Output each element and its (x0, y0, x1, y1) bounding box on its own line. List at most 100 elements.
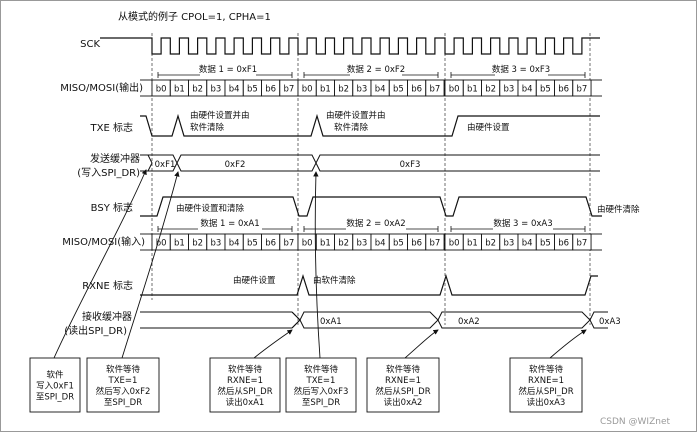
txe-note-1a: 由硬件设置并由 (190, 110, 250, 121)
note-4-line: 至SPI_DR (302, 398, 340, 408)
note-6-line: 读出0xA3 (527, 397, 566, 408)
note-3-line: RXNE=1 (227, 376, 263, 386)
in-bit-label: b5 (247, 239, 258, 249)
timing-guides (151, 33, 591, 325)
out-bit-cell (425, 79, 445, 97)
in-bit-label: b4 (229, 239, 240, 249)
out-bit-label: b2 (485, 85, 496, 95)
in-group-3-label: 数据 3 = 0xA3 (493, 218, 552, 229)
label-tx-buffer: 发送缓冲器 (90, 152, 140, 165)
note-4-line: TXE=1 (306, 376, 336, 386)
in-bit-label: b5 (393, 239, 404, 249)
in-bit-label: b6 (265, 239, 276, 249)
out-bit-label: b7 (429, 85, 440, 95)
out-group-1-label: 数据 1 = 0xF1 (199, 64, 257, 75)
label-tx-buffer-sub: (写入SPI_DR) (77, 167, 140, 179)
note-2-line: TXE=1 (108, 376, 138, 386)
in-bit-label: b0 (449, 239, 460, 249)
txe-note-2b: 软件清除 (334, 122, 369, 133)
in-bit-label: b3 (210, 239, 221, 249)
out-bit-label: b4 (522, 85, 533, 95)
note-boxes (29, 357, 583, 413)
out-bit-label: b3 (503, 85, 514, 95)
note-1-line: 至SPI_DR (36, 393, 74, 403)
out-bit-label: b1 (320, 85, 331, 95)
label-miso-out: MISO/MOSI(输出) (60, 81, 143, 94)
note-4-line: 软件等待 (304, 364, 339, 375)
in-bit-label: b3 (356, 239, 367, 249)
out-bit-label: b6 (265, 85, 276, 95)
out-bit-label: b7 (283, 85, 294, 95)
out-bit-label: b0 (302, 85, 313, 95)
label-rxne: RXNE 标志 (82, 279, 133, 292)
note-1-line: 软件 (46, 370, 64, 381)
in-bit-label: b1 (174, 239, 185, 249)
label-rx-buffer-sub: (读出SPI_DR) (64, 324, 127, 337)
in-group-brackets (157, 226, 586, 232)
tx-value-2: 0xF2 (225, 160, 246, 170)
note-1-line: 写入0xF1 (36, 382, 74, 392)
in-group-1-label: 数据 1 = 0xA1 (200, 218, 259, 229)
out-bit-label: b2 (338, 85, 349, 95)
note-texts: 软件写入0xF1至SPI_DR软件等待TXE=1然后写入0xF2至SPI_DR软… (36, 364, 574, 408)
note-3-line: 读出0xA1 (226, 397, 265, 408)
in-bit-label: b4 (375, 239, 386, 249)
note-2-line: 至SPI_DR (104, 398, 142, 408)
out-bit-label: b1 (174, 85, 185, 95)
tx-value-1: 0xF1 (155, 160, 176, 170)
in-group-2-label: 数据 2 = 0xA2 (346, 218, 405, 229)
sck-waveform (100, 37, 600, 55)
in-bit-label: b6 (411, 239, 422, 249)
txe-note-2a: 由硬件设置并由 (326, 110, 386, 121)
note-6-line: 然后从SPI_DR (518, 386, 573, 397)
out-bit-label: b7 (576, 85, 587, 95)
out-bit-label: b5 (393, 85, 404, 95)
out-bit-label: b4 (375, 85, 386, 95)
watermark: CSDN @WIZnet (600, 417, 670, 427)
in-bit-label: b2 (485, 239, 496, 249)
out-bit-label: b6 (411, 85, 422, 95)
out-bit-label: b3 (356, 85, 367, 95)
label-miso-in: MISO/MOSI(输入) (62, 235, 145, 248)
out-bit-label: b1 (467, 85, 478, 95)
in-bit-label: b1 (467, 239, 478, 249)
bsy-note-clear: 由硬件清除 (597, 204, 640, 215)
rx-buffer-bus (140, 311, 608, 329)
note-5-line: 然后从SPI_DR (375, 386, 430, 397)
note-6-line: 软件等待 (529, 364, 564, 375)
bsy-note-set: 由硬件设置和清除 (176, 203, 245, 214)
note-2-line: 软件等待 (106, 364, 141, 375)
note-2-line: 然后写入0xF2 (96, 386, 151, 397)
out-bit-cell (572, 79, 592, 97)
rx-value-1: 0xA1 (320, 317, 342, 327)
rx-value-3: 0xA3 (599, 317, 621, 327)
in-bit-label: b7 (429, 239, 440, 249)
rxne-note-hw: 由硬件设置 (233, 275, 276, 286)
rxne-waveform (140, 274, 598, 296)
note-3-line: 然后从SPI_DR (217, 386, 272, 397)
note-4-line: 然后写入0xF3 (294, 386, 349, 397)
in-bit-label: b2 (338, 239, 349, 249)
txe-waveform (140, 113, 600, 137)
in-bit-label: b4 (522, 239, 533, 249)
in-bit-label: b2 (192, 239, 203, 249)
out-group-2-label: 数据 2 = 0xF2 (347, 64, 405, 75)
note-5-line: RXNE=1 (385, 376, 421, 386)
label-sck: SCK (80, 39, 100, 50)
diagram-title: 从模式的例子 CPOL=1, CPHA=1 (118, 10, 271, 23)
in-bit-label: b3 (503, 239, 514, 249)
note-3-line: 软件等待 (228, 364, 263, 375)
tx-buffer-bus (140, 154, 600, 172)
in-bit-label: b7 (283, 239, 294, 249)
note-5-line: 读出0xA2 (384, 397, 423, 408)
txe-note-1b: 软件清除 (190, 122, 225, 133)
out-bit-label: b6 (558, 85, 569, 95)
in-bit-label: b1 (320, 239, 331, 249)
rxne-note-sw: 由软件清除 (313, 275, 356, 286)
in-bit-label: b6 (558, 239, 569, 249)
out-bit-label: b5 (247, 85, 258, 95)
out-bit-label: b0 (449, 85, 460, 95)
